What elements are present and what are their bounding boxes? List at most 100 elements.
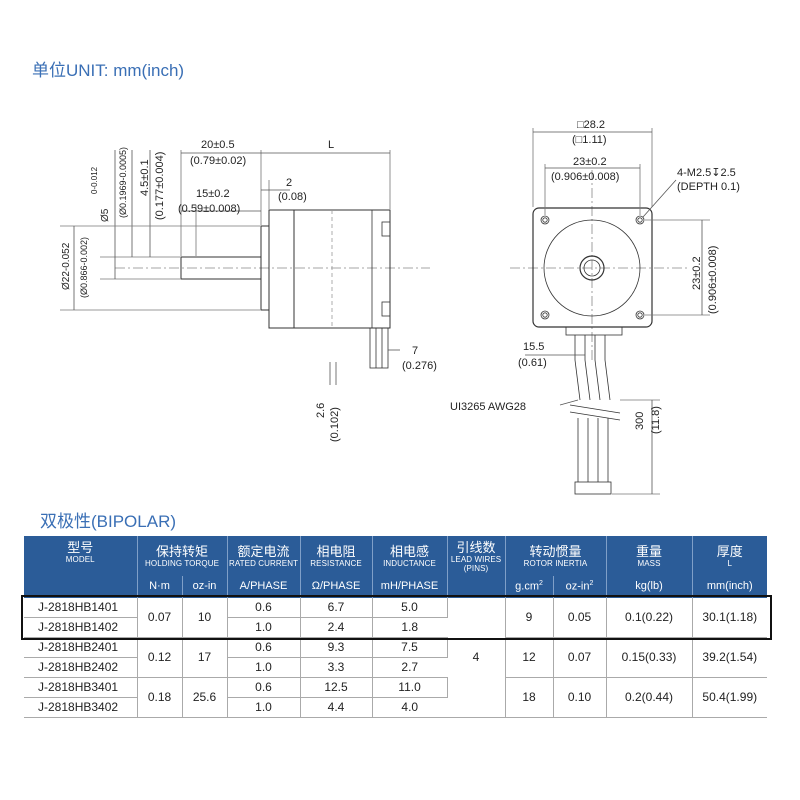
table-row: J-2818HB2402 1.0 3.3 2.7 [24, 657, 767, 678]
cell-inertia-gcm: 12 [505, 637, 554, 678]
bipolar-title: 双极性(BIPOLAR) [40, 512, 177, 531]
cell-inductance: 7.5 [372, 637, 448, 658]
dim-shaft-length-in: (0.79±0.02) [190, 155, 246, 167]
unit-inertia-ozin: oz-in2 [553, 576, 607, 598]
dim-holes-depth: (DEPTH 0.1) [677, 181, 740, 193]
unit-mass: kg(lb) [606, 576, 693, 598]
cell-inductance: 5.0 [372, 598, 448, 618]
dim-boss-dia: Ø22-0.052 [61, 242, 72, 290]
dim-v-spacing-in: (0.906±0.008) [707, 246, 719, 314]
unit-title: 单位UNIT: mm(inch) [32, 61, 185, 80]
cell-inertia-gcm: 9 [505, 598, 554, 638]
dim-lead-exit-in: (0.276) [402, 360, 437, 372]
cell-resistance: 12.5 [300, 677, 373, 698]
cell-model: J-2818HB2402 [24, 657, 138, 678]
cell-torque-nm: 0.18 [137, 677, 183, 718]
motor-drawing: 20±0.5 (0.79±0.02) L 15±0.2 (0.59±0.008)… [60, 119, 740, 495]
cell-resistance: 3.3 [300, 657, 373, 678]
cell-current: 0.6 [227, 598, 301, 618]
cell-current: 0.6 [227, 637, 301, 658]
cell-mass: 0.1(0.22) [606, 598, 693, 638]
cell-resistance: 2.4 [300, 617, 373, 638]
dim-flat-length-in: (0.59±0.008) [178, 203, 240, 215]
table-row: J-2818HB1402 1.0 2.4 1.8 [24, 617, 767, 638]
dim-holes: 4-M2.5↧2.5 [677, 167, 736, 179]
cell-current: 0.6 [227, 677, 301, 698]
dim-shaft-dia-tol: 0-0.012 [90, 166, 99, 194]
cell-resistance: 6.7 [300, 598, 373, 618]
cell-length: 50.4(1.99) [692, 677, 768, 718]
cell-model: J-2818HB3402 [24, 697, 138, 718]
dim-v-spacing: 23±0.2 [691, 256, 703, 290]
dim-lead-exit: 7 [412, 345, 418, 357]
dim-tail: 2.6 [315, 403, 327, 418]
cell-lead-wires: 4 [447, 598, 506, 718]
table-row: J-2818HB3402 1.0 4.4 4.0 [24, 697, 767, 718]
cell-length: 30.1(1.18) [692, 598, 768, 638]
cell-torque-ozin: 10 [182, 598, 228, 638]
dim-flat-depth-in: (0.177±0.004) [154, 152, 166, 220]
dim-shaft-dia-in: (Ø0.1969-0.0005) [118, 147, 128, 218]
cell-torque-ozin: 17 [182, 637, 228, 678]
cell-inductance: 1.8 [372, 617, 448, 638]
cell-mass: 0.15(0.33) [606, 637, 693, 678]
cell-inertia-ozin: 0.07 [553, 637, 607, 678]
dim-flange: 2 [286, 177, 292, 189]
cell-current: 1.0 [227, 657, 301, 678]
cell-torque-nm: 0.07 [137, 598, 183, 638]
dim-shaft-dia: Ø5 [100, 208, 111, 222]
cell-current: 1.0 [227, 617, 301, 638]
unit-torque-ozin: oz-in [182, 576, 228, 598]
dim-boss-dia-in: (Ø0.866-0.002) [79, 237, 89, 298]
cell-inductance: 2.7 [372, 657, 448, 678]
cell-inertia-ozin: 0.05 [553, 598, 607, 638]
dim-square-in: (□1.11) [572, 134, 607, 146]
unit-torque-nm: N·m [137, 576, 183, 598]
dim-tail-in: (0.102) [329, 407, 341, 442]
cell-model: J-2818HB1401 [24, 598, 138, 618]
wire-label: UI3265 AWG28 [450, 401, 526, 413]
dim-wire-length-in: (11.8) [650, 406, 662, 434]
dim-lead-offset-in: (0.61) [518, 357, 547, 369]
cell-model: J-2818HB1402 [24, 617, 138, 638]
side-view [60, 150, 430, 385]
cell-model: J-2818HB3401 [24, 677, 138, 698]
cell-inertia-ozin: 0.10 [553, 677, 607, 718]
cell-length: 39.2(1.54) [692, 637, 768, 678]
dim-wire-length: 300 [634, 412, 646, 430]
cell-torque-ozin: 25.6 [182, 677, 228, 718]
table-row: J-2818HB3401 0.18 25.6 0.6 12.5 11.0 18 … [24, 677, 768, 718]
cell-current: 1.0 [227, 697, 301, 718]
cell-inertia-gcm: 18 [505, 677, 554, 718]
unit-inertia-gcm: g.cm2 [505, 576, 554, 598]
cell-inductance: 11.0 [372, 677, 448, 698]
dim-flat-length: 15±0.2 [196, 188, 230, 200]
cell-inductance: 4.0 [372, 697, 448, 718]
dim-l: L [328, 139, 334, 151]
unit-length: mm(inch) [692, 576, 768, 598]
table-row: J-2818HB1401 0.07 10 0.6 6.7 5.0 4 9 0.0… [24, 598, 768, 718]
dim-square: □28.2 [577, 119, 605, 131]
cell-model: J-2818HB2401 [24, 637, 138, 658]
unit-resistance: Ω/PHASE [300, 576, 373, 598]
unit-current: A/PHASE [227, 576, 301, 598]
cell-mass: 0.2(0.44) [606, 677, 693, 718]
front-view [510, 128, 710, 495]
cell-torque-nm: 0.12 [137, 637, 183, 678]
cell-resistance: 4.4 [300, 697, 373, 718]
table-row: J-2818HB2401 0.12 17 0.6 9.3 7.5 12 0.07… [24, 637, 768, 678]
dim-flange-in: (0.08) [278, 191, 307, 203]
dim-hole-spacing-in: (0.906±0.008) [551, 171, 619, 183]
cell-resistance: 9.3 [300, 637, 373, 658]
